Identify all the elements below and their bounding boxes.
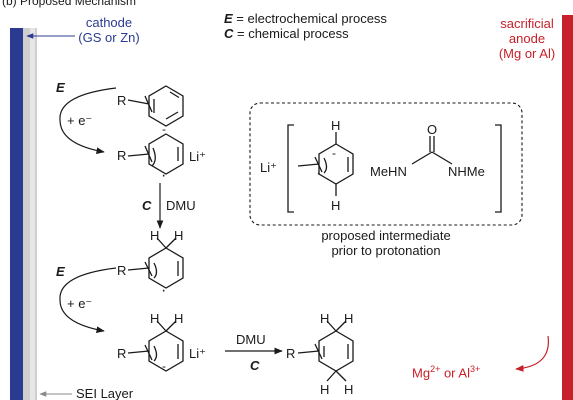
cyclohexadienyl-anion-ring (127, 320, 184, 372)
step2-c-symbol: C (142, 198, 152, 213)
intermediate-caption-line2: prior to protonation (331, 243, 441, 258)
anode-label-line1: sacrificial (500, 16, 554, 31)
step3-electron: + e⁻ (67, 296, 93, 311)
step4-reagent: DMU (236, 332, 266, 347)
intermediate-radical-dot: · (316, 165, 322, 182)
legend-e-symbol: E (224, 11, 233, 26)
metal-ion-sup1: 2+ (430, 364, 441, 374)
product-h-top-left: H (320, 311, 330, 326)
mol4-h-right: H (174, 311, 184, 326)
product-h-bottom-left: H (320, 382, 330, 397)
intermediate-ring (297, 132, 354, 196)
sei-layer-highlight (30, 28, 35, 400)
step2-reagent: DMU (166, 198, 196, 213)
intermediate-h-bottom: H (331, 198, 341, 213)
intermediate-li: Li⁺ (260, 160, 277, 175)
radical-anion-dot: · (161, 167, 167, 184)
arene-r-group: R (117, 93, 127, 108)
radical-anion-charge: - (162, 122, 166, 136)
anode-label-line2: anode (508, 31, 546, 46)
cathode-label-line2: (GS or Zn) (78, 30, 140, 45)
metal-ion-label: Mg2+ or Al3+ (412, 362, 480, 380)
mol4-r-group: R (117, 346, 127, 361)
step1-electron: + e⁻ (67, 113, 93, 128)
step3-curve (59, 267, 117, 333)
mol3-h-right: H (174, 228, 184, 243)
mol4-h-left: H (150, 311, 160, 326)
product-h-top-right: H (344, 311, 354, 326)
figure-title: (b) Proposed Mechanism (2, 0, 137, 8)
anode-bar (562, 15, 573, 400)
right-bracket (495, 124, 502, 213)
intermediate-h-top: H (331, 118, 341, 133)
step1-curve (59, 87, 117, 154)
product-r-group: R (286, 346, 296, 361)
legend-e-text: = electrochemical process (232, 11, 387, 26)
metal-ion-sup2: 3+ (469, 364, 481, 374)
arene-ring (127, 85, 184, 127)
legend-c-text: = chemical process (233, 26, 349, 41)
mol4-li: Li⁺ (189, 346, 206, 361)
diene-product-ring (297, 320, 354, 382)
cathode-label-line1: cathode (85, 15, 133, 30)
left-bracket (287, 124, 294, 213)
radical-anion-li: Li⁺ (189, 149, 206, 164)
urea-structure (411, 136, 453, 165)
urea-oxygen: O (427, 122, 438, 137)
radical-anion-r-group: R (117, 148, 127, 163)
metal-ion-prefix: Mg (412, 365, 431, 381)
radical-anion-ring (127, 133, 184, 175)
urea-right-amine: NHMe (448, 164, 485, 179)
product-h-bottom-right: H (344, 382, 354, 397)
sei-label: SEI Layer (76, 386, 134, 400)
mol3-r-group: R (117, 263, 127, 278)
anode-label-line3: (Mg or Al) (498, 46, 556, 61)
step1-e-symbol: E (56, 80, 65, 95)
urea-left-amine: MeHN (370, 164, 407, 179)
mol3-h-left: H (150, 228, 160, 243)
legend-chemical: C = chemical process (224, 26, 349, 41)
legend-c-symbol: C (224, 26, 234, 41)
legend-electrochemical: E = electrochemical process (224, 11, 387, 26)
step3-e-symbol: E (56, 264, 65, 279)
ion-release-arrow (515, 335, 549, 372)
step4-c-symbol: C (250, 358, 260, 373)
intermediate-caption-line1: proposed intermediate (321, 228, 451, 243)
mol3-radical-dot: · (161, 282, 167, 299)
mol4-charge: - (162, 359, 166, 373)
cathode-bar (10, 28, 23, 400)
cyclohexadienyl-ring (127, 237, 184, 289)
intermediate-charge: - (332, 146, 336, 160)
metal-ion-mid: or Al (440, 365, 470, 381)
